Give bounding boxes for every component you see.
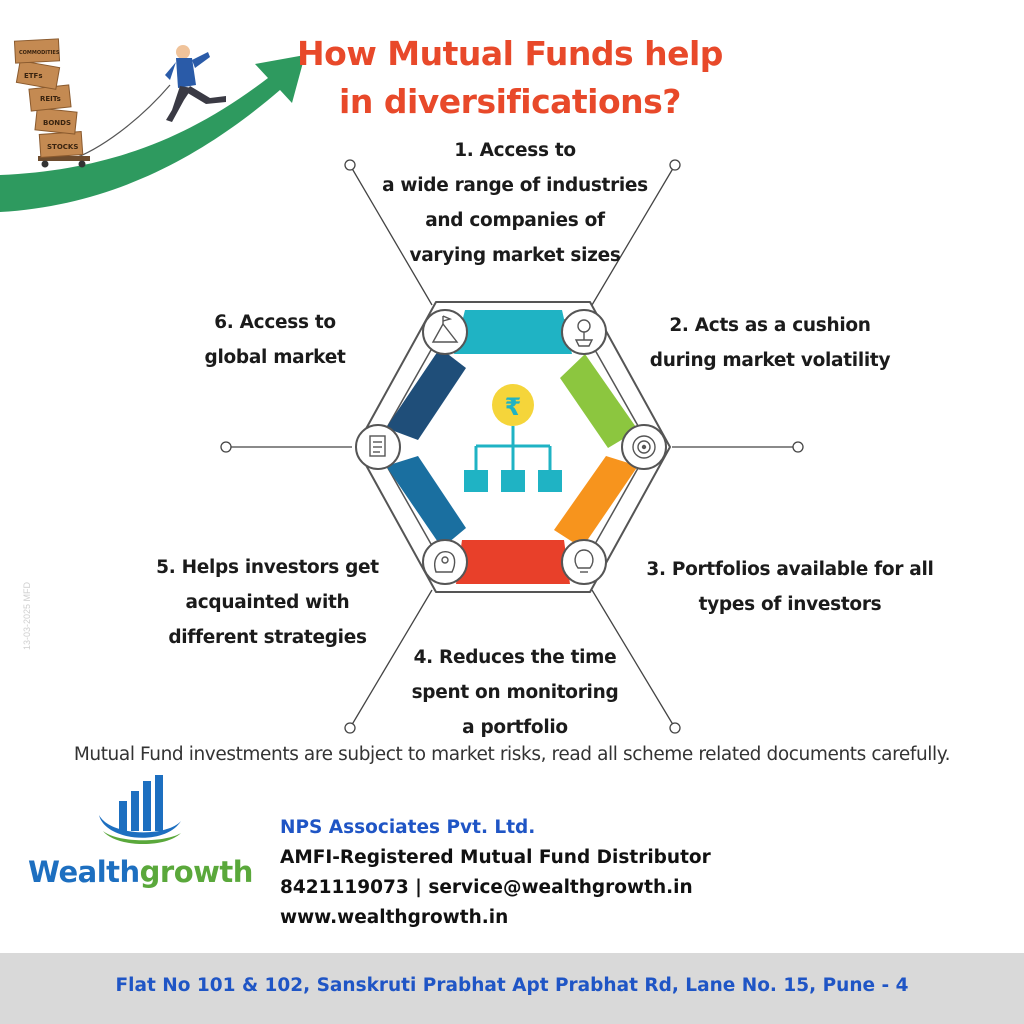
point-3: 3. Portfolios available for all types of… <box>640 552 940 622</box>
point-3-line: types of investors <box>698 594 882 615</box>
disclaimer: Mutual Fund investments are subject to m… <box>73 744 951 765</box>
box-label: REITs <box>40 95 61 103</box>
company-website: www.wealthgrowth.in <box>280 907 509 928</box>
mountain-flag-icon <box>422 309 468 355</box>
point-1: 1. Access to a wide range of industries … <box>370 133 660 273</box>
point-6: 6. Access to global market <box>185 305 365 375</box>
watermark: 13-03-2025 MFD <box>22 581 32 650</box>
point-4-line: 4. Reduces the time <box>413 647 617 668</box>
hexagon-diagram: ₹ <box>355 301 671 593</box>
brand-name: Wealthgrowth <box>28 855 253 889</box>
connector-dot <box>344 159 356 171</box>
connector-dot <box>669 722 681 734</box>
box-label: COMMODITIES <box>19 50 60 56</box>
segment-teal <box>454 310 572 354</box>
point-1-line: a wide range of industries <box>382 175 648 196</box>
investment-boxes <box>13 38 84 158</box>
company-registration: AMFI-Registered Mutual Fund Distributor <box>280 847 711 868</box>
point-5-line: acquainted with <box>185 592 350 613</box>
segment-navy <box>386 348 466 440</box>
point-6-line: global market <box>204 347 346 368</box>
brand-part-2: growth <box>139 855 254 889</box>
title-line-1: How Mutual Funds help <box>297 34 723 73</box>
footer-bar <box>0 953 1024 1024</box>
businessman-figure <box>165 45 226 122</box>
point-2-line: 2. Acts as a cushion <box>669 315 871 336</box>
point-1-line: 1. Access to <box>454 140 576 161</box>
point-5-line: different strategies <box>168 627 367 648</box>
point-2-line: during market volatility <box>649 350 891 371</box>
growth-illustration: STOCKS BONDS REITs ETFs COMMODITIES <box>0 38 305 212</box>
point-1-line: varying market sizes <box>409 245 621 266</box>
page-title: How Mutual Funds help in diversification… <box>270 30 750 126</box>
box-label: BONDS <box>43 119 71 127</box>
connector-dot <box>792 441 804 453</box>
box-label: STOCKS <box>47 143 78 151</box>
segment-blue <box>386 456 466 548</box>
rupee-symbol: ₹ <box>505 393 522 421</box>
point-6-line: 6. Access to <box>214 312 336 333</box>
connector-dot <box>344 722 356 734</box>
org-chart-icon <box>464 384 562 492</box>
lightbulb-head-icon <box>561 539 607 585</box>
growth-arrow <box>0 55 305 212</box>
connector-dot <box>669 159 681 171</box>
point-4-line: a portfolio <box>462 717 568 738</box>
segment-green <box>560 354 638 448</box>
company-info: NPS Associates Pvt. Ltd. AMFI-Registered… <box>280 813 711 933</box>
connector-lines <box>220 159 804 734</box>
point-2: 2. Acts as a cushion during market volat… <box>640 308 900 378</box>
wealthgrowth-logo-icon <box>99 775 181 845</box>
point-4: 4. Reduces the time spent on monitoring … <box>380 640 650 745</box>
connector-dot <box>220 441 232 453</box>
rupee-coin-icon <box>492 384 534 426</box>
brain-gear-icon <box>422 539 468 585</box>
brand-part-1: Wealth <box>28 855 140 889</box>
point-4-line: spent on monitoring <box>411 682 619 703</box>
box-label: ETFs <box>24 72 43 80</box>
point-1-line: and companies of <box>425 210 605 231</box>
company-name: NPS Associates Pvt. Ltd. <box>280 817 536 838</box>
title-line-2: in diversifications? <box>339 82 681 121</box>
segment-orange <box>554 456 638 548</box>
segment-red <box>456 540 570 584</box>
point-5: 5. Helps investors get acquainted with d… <box>150 550 385 655</box>
point-5-line: 5. Helps investors get <box>156 557 379 578</box>
point-3-line: 3. Portfolios available for all <box>646 559 934 580</box>
company-contact: 8421119073 | service@wealthgrowth.in <box>280 877 693 898</box>
footer-address: Flat No 101 & 102, Sanskruti Prabhat Apt… <box>115 975 909 996</box>
